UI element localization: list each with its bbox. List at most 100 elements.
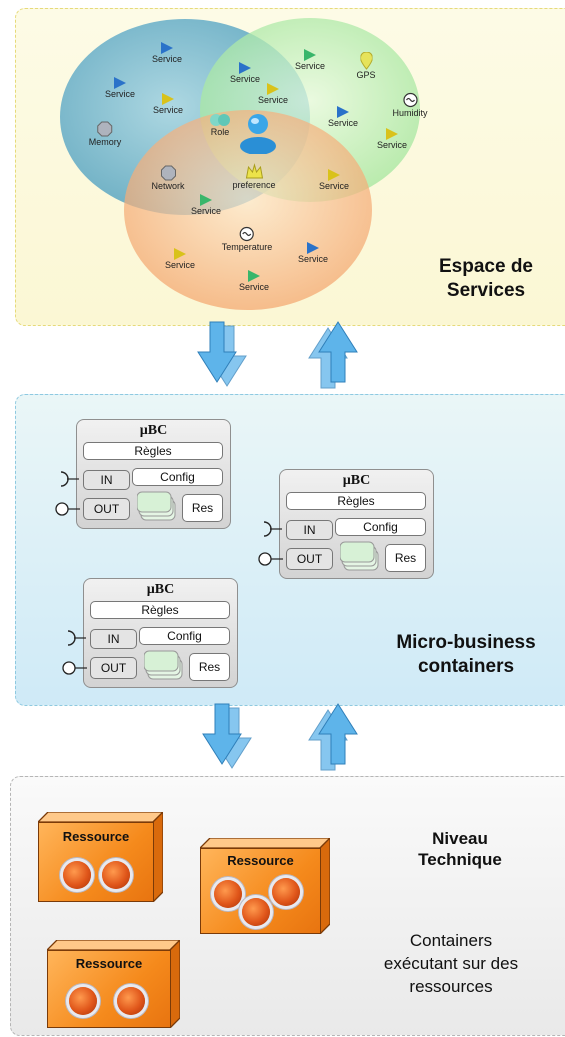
services-title-line2: Services	[446, 280, 526, 301]
user-node	[238, 112, 278, 154]
service-label: Service	[327, 118, 359, 128]
mbc-container-2: µBC Règles IN Config OUT Res	[279, 469, 434, 579]
micro-title-line1: Micro-business	[396, 632, 536, 653]
mbc-rules-box: Règles	[90, 601, 230, 619]
services-layer-title: Espace de Services	[411, 255, 561, 303]
service-label: Service	[229, 74, 261, 84]
resource-box-3: Ressource	[47, 940, 180, 1028]
tech-desc-line3: ressources	[409, 977, 493, 996]
mbc-2-out-connector-icon	[258, 552, 283, 566]
service-label: Service	[297, 254, 329, 264]
temperature-label: Temperature	[221, 242, 273, 252]
mbc-res-box: Res	[182, 494, 223, 522]
mbc-title: µBC	[342, 473, 371, 488]
services-title-line1: Espace de	[439, 256, 533, 277]
service-label: Service	[152, 105, 184, 115]
service-label: Service	[318, 181, 350, 191]
tech-desc-line1: Containers	[409, 931, 493, 950]
network-icon	[160, 165, 176, 181]
service-icon	[161, 93, 174, 105]
mbc-res-box: Res	[385, 544, 426, 572]
venn-circle-orange	[124, 110, 372, 310]
mbc-data-stack-icon	[137, 491, 176, 521]
resource-box-2: Ressource	[200, 838, 330, 934]
memory-node: Memory	[88, 121, 122, 148]
role-icon	[210, 114, 230, 126]
tech-title-line2: Technique	[418, 850, 502, 869]
gps-label: GPS	[356, 70, 376, 80]
mbc-config-box: Config	[139, 627, 230, 645]
resource-gear-icon	[272, 878, 300, 906]
service-icon	[303, 49, 316, 61]
service-icon	[173, 248, 186, 260]
gps-node: GPS	[356, 52, 376, 81]
service-label: Service	[104, 89, 136, 99]
arrow-down-to-containers	[197, 321, 247, 387]
mbc-out-port: OUT	[83, 498, 130, 520]
network-node: Network	[151, 165, 185, 192]
service-icon	[199, 194, 212, 206]
resource-front	[47, 950, 171, 1028]
mbc-title: µBC	[139, 423, 168, 438]
mbc-in-port: IN	[286, 520, 333, 540]
service-label: Service	[151, 54, 183, 64]
service-icon	[160, 42, 173, 54]
humidity-sensor-icon	[402, 92, 418, 108]
service-icon	[238, 62, 251, 74]
mbc-out-port: OUT	[90, 657, 137, 679]
mbc-rules-box: Règles	[83, 442, 223, 460]
mbc-title: µBC	[146, 582, 175, 597]
service-icon	[385, 128, 398, 140]
arrow-up-to-services	[308, 321, 358, 389]
mbc-container-1: µBC Règles IN Config OUT Res	[76, 419, 231, 529]
service-node: Service	[191, 194, 221, 217]
resource-gear-icon	[63, 861, 91, 889]
service-icon	[266, 83, 279, 95]
resource-gear-icon	[69, 987, 97, 1015]
network-label: Network	[151, 181, 185, 191]
service-node: Service	[105, 77, 135, 100]
service-label: Service	[294, 61, 326, 71]
arrow-up-to-containers	[308, 703, 358, 771]
service-label: Service	[376, 140, 408, 150]
service-node: Service	[230, 62, 260, 85]
service-node: Service	[152, 42, 182, 65]
mbc-rules-box: Règles	[286, 492, 426, 510]
services-venn-diagram	[60, 18, 420, 310]
service-node: Service	[295, 49, 325, 72]
mbc-2-in-connector-icon	[263, 521, 282, 537]
mbc-out-port: OUT	[286, 548, 333, 570]
service-node: Service	[298, 242, 328, 265]
service-icon	[247, 270, 260, 282]
technical-layer-description: Containers exécutant sur des ressources	[346, 929, 556, 998]
service-icon	[113, 77, 126, 89]
micro-title-line2: containers	[417, 656, 515, 677]
resource-cube-shape	[38, 812, 163, 902]
service-node: Service	[328, 106, 358, 129]
temperature-node: Temperature	[221, 226, 273, 253]
mbc-3-out-connector-icon	[62, 661, 87, 675]
preference-icon	[245, 163, 263, 179]
memory-label: Memory	[88, 137, 122, 147]
preference-node: preference	[232, 162, 276, 191]
resource-box-1: Ressource	[38, 812, 163, 902]
mbc-in-port: IN	[90, 629, 137, 649]
service-label: Service	[164, 260, 196, 270]
preference-label: preference	[232, 180, 276, 190]
service-label: Service	[257, 95, 289, 105]
user-person-icon	[240, 114, 276, 154]
arrow-down-to-resources	[202, 703, 252, 769]
mbc-3-in-connector-icon	[67, 630, 86, 646]
mbc-data-stack-icon	[340, 541, 379, 571]
role-node: Role	[208, 113, 232, 138]
service-node: Service	[377, 128, 407, 151]
gps-pin-icon	[359, 52, 372, 70]
resource-gear-icon	[102, 861, 130, 889]
resource-label: Ressource	[75, 956, 143, 971]
service-icon	[306, 242, 319, 254]
resource-cube-shape	[200, 838, 330, 934]
service-node: Service	[258, 83, 288, 106]
tech-title-line1: Niveau	[432, 829, 488, 848]
service-node: Service	[319, 169, 349, 192]
service-label: Service	[190, 206, 222, 216]
